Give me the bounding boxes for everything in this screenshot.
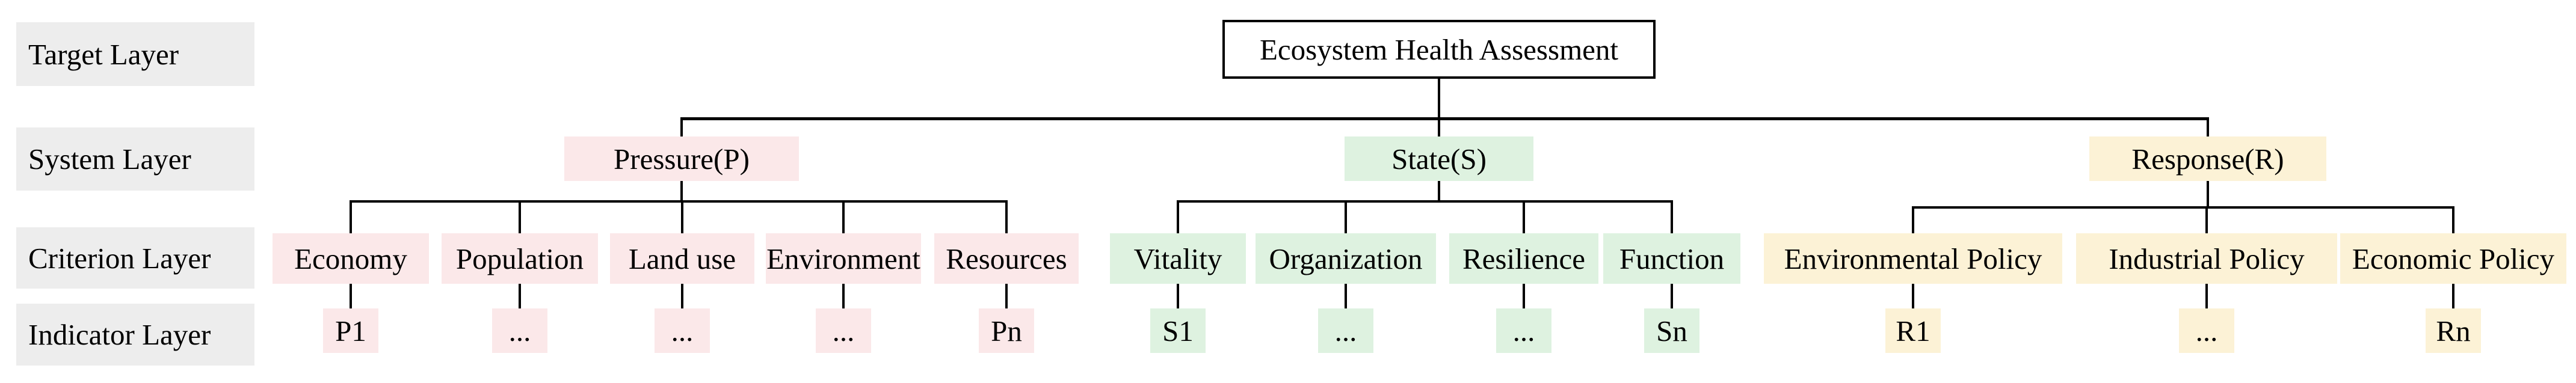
criterion-node-function: Function — [1603, 233, 1740, 284]
connector-tick-economy — [350, 200, 352, 233]
indicator-node-sn: Sn — [1644, 308, 1699, 353]
connector-tick-function — [1671, 200, 1673, 233]
connector-drop-response — [2207, 120, 2209, 136]
connector-tick-population — [519, 200, 521, 233]
indicator-node-p1: P1 — [323, 308, 378, 353]
connector-indicator-tick-p1 — [350, 284, 352, 308]
row-label-system-layer: System Layer — [16, 127, 254, 191]
connector-indicator-tick-rn — [2452, 284, 2454, 308]
connector-drop-state — [1438, 120, 1440, 136]
connector-response-to-rail — [2207, 181, 2209, 209]
indicator-node-s-dots1: ... — [1318, 308, 1373, 353]
system-node-pressure: Pressure(P) — [564, 136, 799, 181]
indicator-node-s-dots2: ... — [1496, 308, 1551, 353]
system-node-response: Response(R) — [2089, 136, 2326, 181]
connector-indicator-tick-p2 — [519, 284, 521, 308]
indicator-node-p-dots3: ... — [816, 308, 871, 353]
connector-indicator-tick-r1 — [1912, 284, 1914, 308]
connector-response-rail — [1912, 206, 2454, 209]
connector-state-to-rail — [1438, 181, 1440, 203]
connector-indicator-tick-pn — [1005, 284, 1008, 308]
row-label-target-layer: Target Layer — [16, 22, 254, 86]
criterion-node-organization: Organization — [1256, 233, 1436, 284]
criterion-node-environment: Environment — [766, 233, 921, 284]
connector-indicator-tick-p3 — [681, 284, 683, 308]
connector-indicator-tick-s1 — [1177, 284, 1179, 308]
connector-tick-land-use — [681, 200, 683, 233]
root-node-ecosystem-health-assessment: Ecosystem Health Assessment — [1222, 20, 1656, 79]
connector-indicator-tick-r2 — [2205, 284, 2208, 308]
connector-tick-resilience — [1523, 200, 1525, 233]
indicator-node-pn: Pn — [979, 308, 1034, 353]
criterion-node-vitality: Vitality — [1110, 233, 1246, 284]
criterion-node-resources: Resources — [934, 233, 1079, 284]
indicator-node-p-dots2: ... — [655, 308, 710, 353]
row-label-indicator-layer: Indicator Layer — [16, 304, 254, 366]
criterion-node-economic-policy: Economic Policy — [2340, 233, 2566, 284]
system-node-state: State(S) — [1345, 136, 1533, 181]
row-label-criterion-layer: Criterion Layer — [16, 227, 254, 289]
connector-tick-organization — [1345, 200, 1347, 233]
connector-tick-vitality — [1177, 200, 1179, 233]
criterion-node-population: Population — [442, 233, 598, 284]
connector-tick-econ-policy — [2452, 206, 2454, 233]
connector-indicator-tick-p4 — [842, 284, 845, 308]
connector-drop-pressure — [680, 120, 683, 136]
connector-tick-ind-policy — [2205, 206, 2208, 233]
connector-pressure-to-rail — [680, 181, 683, 201]
criterion-node-land-use: Land use — [610, 233, 754, 284]
connector-indicator-tick-sn — [1671, 284, 1673, 308]
connector-tick-resources — [1005, 200, 1008, 233]
indicator-node-s1: S1 — [1150, 308, 1206, 353]
connector-pressure-rail — [350, 200, 1008, 203]
indicator-node-r-dots1: ... — [2179, 308, 2234, 353]
connector-top-rail — [680, 117, 2209, 120]
criterion-node-resilience: Resilience — [1449, 233, 1598, 284]
criterion-node-economy: Economy — [273, 233, 429, 284]
indicator-node-r1: R1 — [1885, 308, 1941, 353]
criterion-node-environmental-policy: Environmental Policy — [1764, 233, 2062, 284]
connector-tick-env-policy — [1912, 206, 1914, 233]
connector-indicator-tick-s2 — [1345, 284, 1347, 308]
indicator-node-rn: Rn — [2426, 308, 2481, 353]
connector-indicator-tick-s3 — [1523, 284, 1525, 308]
connector-root-stub — [1438, 79, 1440, 120]
connector-tick-environment — [842, 200, 845, 233]
indicator-node-p-dots1: ... — [492, 308, 547, 353]
criterion-node-industrial-policy: Industrial Policy — [2076, 233, 2337, 284]
connector-state-rail — [1177, 200, 1673, 203]
